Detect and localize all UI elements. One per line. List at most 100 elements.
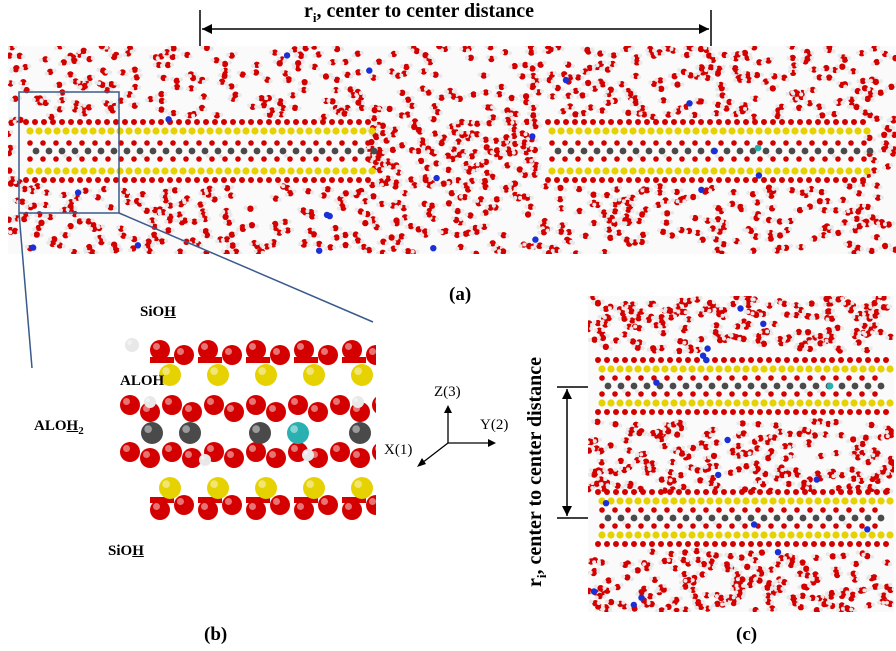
water-hydrogen (798, 314, 803, 319)
water-hydrogen (846, 96, 851, 100)
water-hydrogen (885, 471, 890, 476)
water-oxygen (699, 236, 706, 243)
water-hydrogen (809, 55, 814, 60)
water-oxygen (530, 104, 537, 112)
silicon-atom (255, 477, 277, 499)
water-hydrogen (137, 85, 142, 90)
water-hydrogen (38, 58, 43, 63)
water-hydrogen (282, 100, 287, 105)
water-hydrogen (794, 46, 799, 51)
water-hydrogen (821, 309, 826, 314)
water-hydrogen (602, 100, 607, 105)
water-hydrogen (298, 46, 303, 49)
water-hydrogen (599, 307, 604, 312)
oxygen-atom (150, 500, 170, 520)
water-hydrogen (765, 311, 770, 316)
water-hydrogen (830, 419, 835, 424)
water-hydrogen (563, 61, 568, 66)
water-hydrogen (509, 112, 514, 117)
water-hydrogen (272, 59, 277, 64)
water-hydrogen (535, 112, 540, 117)
water-hydrogen (607, 53, 612, 58)
water-hydrogen (487, 115, 492, 120)
water-hydrogen (683, 472, 687, 477)
water-hydrogen (861, 460, 866, 465)
water-hydrogen (761, 440, 766, 445)
water-hydrogen (299, 64, 304, 69)
water-hydrogen (774, 337, 779, 341)
water-hydrogen (188, 54, 193, 59)
water-hydrogen (625, 604, 630, 609)
water-hydrogen (396, 90, 401, 94)
water-hydrogen (352, 86, 357, 90)
water-oxygen (213, 57, 220, 64)
water-hydrogen (712, 204, 717, 209)
oxygen-atom (318, 345, 338, 365)
water-hydrogen (862, 316, 867, 321)
water-hydrogen (655, 468, 660, 473)
water-hydrogen (701, 592, 706, 597)
water-hydrogen (284, 107, 289, 112)
water-hydrogen (879, 453, 884, 458)
water-oxygen (203, 46, 210, 52)
water-hydrogen (533, 241, 538, 246)
oxygen-atom (294, 340, 314, 360)
water-hydrogen (542, 60, 547, 65)
water-hydrogen (624, 304, 629, 309)
side-distance-label: ri, center to center distance (524, 356, 549, 587)
water-hydrogen (681, 445, 686, 450)
water-hydrogen (773, 299, 778, 304)
water-hydrogen (25, 81, 29, 86)
zoom-box (18, 91, 120, 214)
water-hydrogen (493, 55, 498, 60)
water-hydrogen (554, 229, 559, 234)
water-hydrogen (584, 105, 589, 110)
water-oxygen (467, 54, 474, 61)
water-hydrogen (384, 241, 389, 246)
water-hydrogen (588, 296, 591, 299)
water-hydrogen (609, 202, 614, 207)
water-hydrogen (464, 55, 469, 60)
water-hydrogen (80, 53, 85, 58)
water-hydrogen (600, 300, 605, 305)
water-hydrogen (78, 85, 83, 89)
water-hydrogen (617, 339, 622, 344)
water-hydrogen (624, 430, 629, 435)
water-hydrogen (715, 81, 720, 86)
water-hydrogen (773, 468, 778, 473)
water-hydrogen (853, 96, 858, 101)
water-oxygen (8, 52, 13, 59)
water-hydrogen (9, 67, 14, 72)
water-hydrogen (78, 102, 83, 107)
water-hydrogen (163, 108, 168, 113)
water-hydrogen (672, 108, 677, 113)
water-hydrogen (755, 436, 760, 441)
water-oxygen (657, 77, 664, 84)
water-hydrogen (790, 338, 795, 342)
water-hydrogen (641, 471, 646, 476)
water-hydrogen (713, 65, 718, 70)
water-hydrogen (794, 96, 799, 101)
water-hydrogen (710, 465, 715, 470)
water-hydrogen (844, 242, 848, 247)
water-hydrogen (654, 461, 659, 466)
oxygen-atom (246, 442, 266, 462)
water-hydrogen (646, 52, 651, 57)
water-hydrogen (546, 71, 551, 76)
water-hydrogen (771, 110, 776, 114)
water-hydrogen (600, 420, 605, 425)
water-hydrogen (746, 339, 750, 343)
water-hydrogen (642, 432, 647, 437)
water-hydrogen (775, 592, 780, 597)
water-oxygen (862, 109, 869, 116)
water-hydrogen (619, 332, 624, 337)
water-hydrogen (682, 421, 687, 426)
water-hydrogen (788, 65, 793, 70)
water-hydrogen (860, 347, 865, 352)
water-hydrogen (859, 434, 864, 439)
water-oxygen (655, 201, 662, 208)
water-hydrogen (654, 315, 659, 320)
water-hydrogen (538, 78, 543, 83)
water-hydrogen (72, 73, 77, 78)
water-oxygen (81, 82, 89, 90)
